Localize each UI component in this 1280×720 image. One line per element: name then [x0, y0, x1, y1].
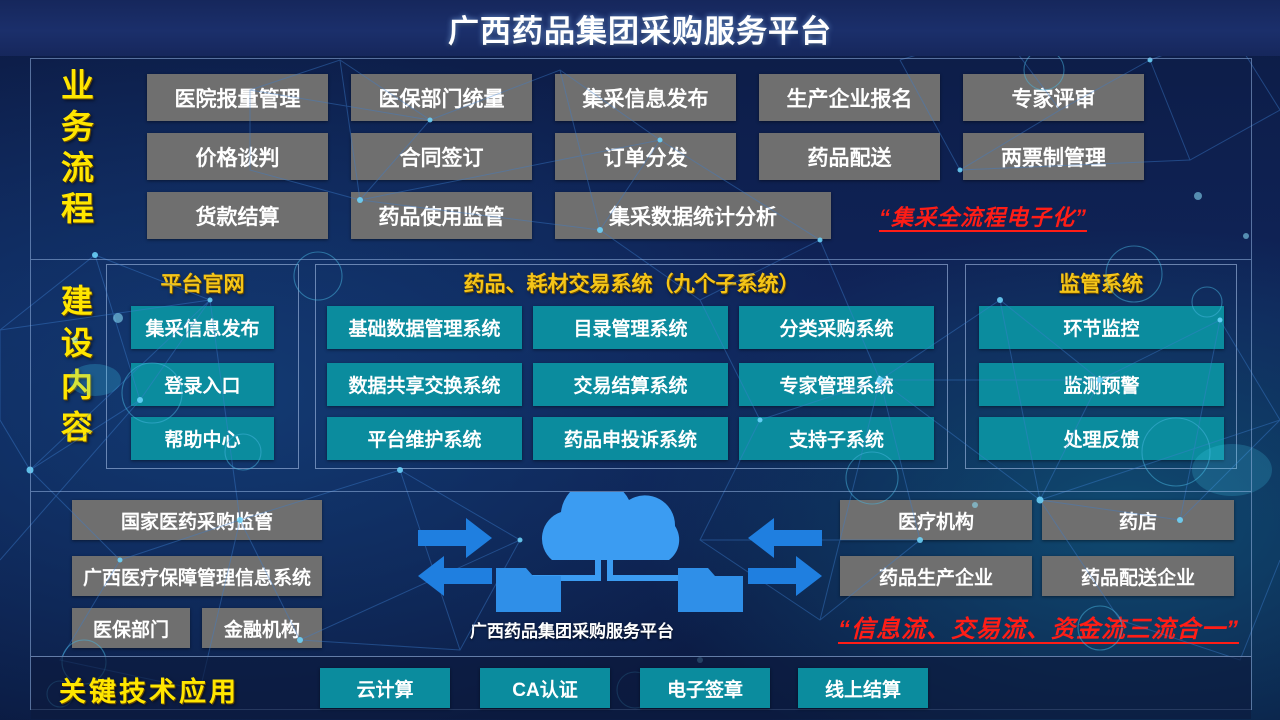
ecosystem-right-drug-distributor[interactable]: 药品配送企业: [1042, 556, 1234, 596]
divider-business-construction: [31, 259, 1251, 260]
website-item-help-center[interactable]: 帮助中心: [131, 417, 274, 460]
ecosystem-right-medical-institution[interactable]: 医疗机构: [840, 500, 1032, 540]
website-item-login-entry[interactable]: 登录入口: [131, 363, 274, 406]
process-step-label: 生产企业报名: [786, 87, 913, 111]
process-step-label: 订单分发: [603, 146, 688, 170]
subsystem-label: 数据共享交换系统: [348, 376, 501, 397]
process-step-contract-signing[interactable]: 合同签订: [351, 133, 532, 180]
subsystem-label: 药品申投诉系统: [563, 430, 697, 451]
process-step-order-distribution[interactable]: 订单分发: [555, 133, 736, 180]
process-step-label: 药品配送: [807, 146, 892, 170]
ecosystem-left-guangxi-insurance-system[interactable]: 广西医疗保障管理信息系统: [72, 556, 322, 596]
subsystem-transaction-settlement[interactable]: 交易结算系统: [533, 363, 728, 406]
subsystem-label: 基础数据管理系统: [348, 319, 501, 340]
ecosystem-item-label: 医保部门: [92, 619, 169, 641]
subsystem-label: 平台维护系统: [367, 430, 482, 451]
website-item-label: 登录入口: [164, 376, 241, 397]
key-tech-cloud-computing[interactable]: 云计算: [320, 668, 450, 708]
process-step-label: 药品使用监管: [378, 205, 505, 229]
supervision-item-process-monitoring[interactable]: 环节监控: [979, 306, 1224, 349]
process-step-payment-settlement[interactable]: 货款结算: [147, 192, 328, 239]
subsystem-label: 分类采购系统: [779, 319, 894, 340]
subsystem-platform-maintenance[interactable]: 平台维护系统: [327, 417, 522, 460]
process-step-info-release[interactable]: 集采信息发布: [555, 74, 736, 121]
section-label-business-process: 业务流程: [56, 68, 94, 232]
supervision-item-label: 处理反馈: [1063, 430, 1140, 451]
key-tech-online-settlement[interactable]: 线上结算: [798, 668, 928, 708]
key-tech-label: CA认证: [512, 679, 578, 701]
panel-title-trading-systems: 药品、耗材交易系统（九个子系统）: [463, 273, 800, 296]
process-step-expert-review[interactable]: 专家评审: [963, 74, 1144, 121]
process-step-drug-use-supervision[interactable]: 药品使用监管: [351, 192, 532, 239]
subsystem-label: 目录管理系统: [573, 319, 688, 340]
key-tech-label: 电子签章: [666, 679, 743, 701]
slogan-electronic-procurement: “集采全流程电子化”: [879, 205, 1088, 230]
key-tech-label: 云计算: [356, 679, 414, 701]
website-item-label: 帮助中心: [164, 430, 241, 451]
process-step-label: 价格谈判: [195, 146, 280, 170]
ecosystem-item-label: 药品配送企业: [1080, 567, 1195, 589]
subsystem-catalog-management[interactable]: 目录管理系统: [533, 306, 728, 349]
ecosystem-item-label: 国家医药采购监管: [120, 511, 273, 533]
ecosystem-right-drug-manufacturer[interactable]: 药品生产企业: [840, 556, 1032, 596]
ecosystem-right-pharmacy[interactable]: 药店: [1042, 500, 1234, 540]
ecosystem-left-national-supervision[interactable]: 国家医药采购监管: [72, 500, 322, 540]
subsystem-support[interactable]: 支持子系统: [739, 417, 934, 460]
subsystem-basic-data[interactable]: 基础数据管理系统: [327, 306, 522, 349]
cloud-platform-caption: 广西药品集团采购服务平台: [470, 622, 674, 641]
subsystem-label: 支持子系统: [788, 430, 884, 451]
ecosystem-item-label: 金融机构: [223, 619, 300, 641]
process-step-manufacturer-signup[interactable]: 生产企业报名: [759, 74, 940, 121]
supervision-item-label: 环节监控: [1063, 319, 1140, 340]
cloud-platform-diagram: [418, 492, 822, 612]
subsystem-label: 交易结算系统: [573, 376, 688, 397]
subsystem-classified-procurement[interactable]: 分类采购系统: [739, 306, 934, 349]
ecosystem-item-label: 药品生产企业: [878, 567, 993, 589]
website-item-label: 集采信息发布: [145, 319, 260, 340]
supervision-item-monitoring-alert[interactable]: 监测预警: [979, 363, 1224, 406]
process-step-label: 两票制管理: [1001, 146, 1106, 170]
panel-title-platform-website: 平台官网: [160, 273, 245, 296]
subsystem-data-sharing[interactable]: 数据共享交换系统: [327, 363, 522, 406]
process-step-drug-delivery[interactable]: 药品配送: [759, 133, 940, 180]
process-step-price-negotiation[interactable]: 价格谈判: [147, 133, 328, 180]
panel-platform-website: [106, 264, 299, 469]
panel-supervision-system: [965, 264, 1237, 469]
process-step-insurance-stats[interactable]: 医保部门统量: [351, 74, 532, 121]
subsystem-expert-management[interactable]: 专家管理系统: [739, 363, 934, 406]
process-step-label: 集采信息发布: [582, 87, 709, 111]
key-tech-electronic-signature[interactable]: 电子签章: [640, 668, 770, 708]
process-step-label: 货款结算: [195, 205, 280, 229]
process-step-label: 专家评审: [1011, 87, 1096, 111]
section-label-construction-content: 建设内容: [56, 284, 93, 452]
panel-title-supervision-system: 监管系统: [1059, 273, 1143, 296]
slogan-three-flows-integration: “信息流、交易流、资金流三流合一”: [838, 616, 1239, 643]
divider-construction-ecosystem: [31, 491, 1251, 492]
ecosystem-item-label: 医疗机构: [897, 511, 974, 533]
key-tech-label: 线上结算: [824, 679, 901, 701]
subsystem-label: 专家管理系统: [779, 376, 894, 397]
key-technology-label: 关键技术应用: [59, 677, 239, 707]
process-step-label: 集采数据统计分析: [609, 205, 777, 229]
process-step-two-invoice-system[interactable]: 两票制管理: [963, 133, 1144, 180]
ecosystem-item-label: 药店: [1118, 511, 1157, 533]
ecosystem-item-label: 广西医疗保障管理信息系统: [82, 567, 311, 589]
process-step-hospital-reporting[interactable]: 医院报量管理: [147, 74, 328, 121]
page-header: 广西药品集团采购服务平台: [0, 0, 1280, 56]
website-item-info-release[interactable]: 集采信息发布: [131, 306, 274, 349]
process-step-label: 医院报量管理: [174, 87, 301, 111]
supervision-item-handling-feedback[interactable]: 处理反馈: [979, 417, 1224, 460]
process-step-label: 合同签订: [399, 146, 484, 170]
supervision-item-label: 监测预警: [1063, 376, 1140, 397]
page-title: 广西药品集团采购服务平台: [448, 13, 832, 49]
subsystem-drug-complaint[interactable]: 药品申投诉系统: [533, 417, 728, 460]
panel-trading-systems: [315, 264, 948, 469]
process-step-label: 医保部门统量: [378, 87, 505, 111]
key-tech-ca-authentication[interactable]: CA认证: [480, 668, 610, 708]
